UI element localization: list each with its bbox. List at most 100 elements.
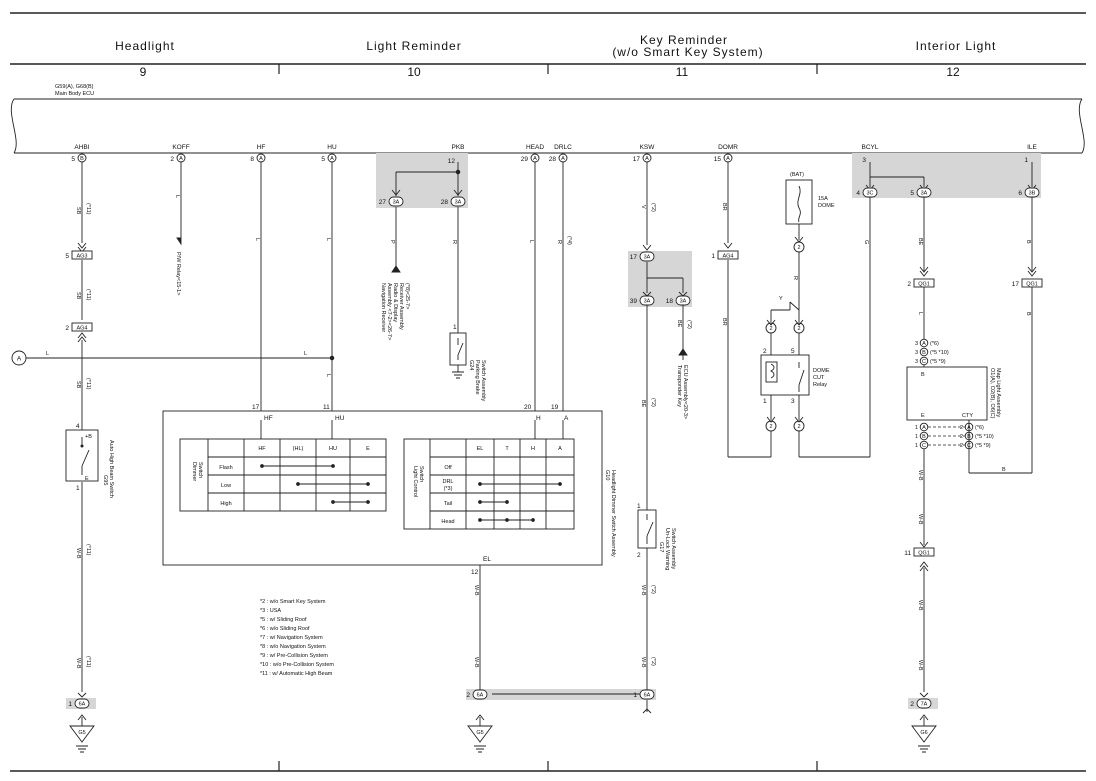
wire-wb3: W-B: [640, 585, 646, 596]
pin-num-pkb: 12: [448, 158, 456, 165]
point-a-label: A: [17, 356, 22, 363]
wire-r-dome: R: [792, 276, 798, 280]
conn-ag3-pin: 5: [65, 253, 69, 260]
conn-c27-pin: 27: [379, 199, 387, 206]
conn-c6-pin: 6: [1018, 190, 1022, 197]
pin-conn-head: A: [533, 156, 537, 162]
ecu-name: Main Body ECU: [55, 91, 94, 97]
wire-sb1: SB: [75, 207, 81, 215]
cross-references: P/W Relay<15-1> Navigation Receiver Asse…: [175, 252, 688, 419]
pin-name-koff: KOFF: [172, 144, 189, 151]
ahb-n1: 1: [76, 485, 80, 492]
assy-hu: HU: [335, 415, 345, 422]
map-bot-num2-c: 2: [960, 443, 963, 449]
map-bot-conn2-b: B: [967, 434, 971, 440]
fuse-name: DOME: [818, 203, 835, 209]
wire-l-hu2: L: [325, 374, 331, 377]
pin-num-drlc: 28: [549, 156, 557, 163]
assy-name: Headlight Dimmer Switch Assembly: [610, 470, 616, 557]
map-top-note-c: (*5 *9): [930, 359, 946, 365]
map-top-note-a: (*6): [930, 341, 939, 347]
pin-num-ksw: 17: [633, 156, 641, 163]
wire-g: G: [863, 240, 869, 244]
lcs-row-head: Head: [441, 519, 454, 525]
ecu-codes: G59(A), G68(B): [55, 84, 94, 90]
conn-g7a-pin: 2: [910, 701, 914, 708]
unlock-name: Un-Lock Warning: [664, 528, 670, 570]
map-cty: CTY: [962, 413, 973, 419]
unlock-pin-2: 2: [637, 552, 641, 559]
map-bot-num2-b: 2: [960, 434, 963, 440]
conn-ag4b: AG4: [722, 254, 733, 260]
conn-g6a1-pin: 1: [68, 701, 72, 708]
map-name: Map Light Assembly: [995, 368, 1001, 417]
relay-in-pin-2: 2: [769, 326, 772, 332]
pin-conn-koff: A: [179, 156, 183, 162]
notes-legend: *2 : w/o Smart Key System *3 : USA *5 : …: [260, 599, 334, 677]
dimmer-switch-table: Dimmer Switch HF (HL) HU E Flash Low Hig…: [179, 438, 387, 512]
conn-qg1: QG1: [918, 282, 930, 288]
map-bot-conn2-c: C: [967, 443, 971, 449]
conn-qg1b: QG1: [1026, 282, 1038, 288]
main-body-ecu: G59(A), G68(B) Main Body ECU: [10, 84, 1085, 154]
conn-c5: 3A: [921, 191, 928, 197]
note-2b: (*2): [686, 320, 692, 329]
map-bot-num-c: 1: [915, 443, 918, 449]
map-bot-conn-b: B: [922, 434, 926, 440]
map-top-conn-b: B: [922, 350, 926, 356]
relay-label-3: Relay: [813, 382, 827, 388]
wire-sb2: SB: [75, 292, 81, 300]
conn-ag3: AG3: [76, 254, 87, 260]
pin-name-drlc: DRLC: [554, 144, 572, 151]
fuse-bat: (BAT): [790, 172, 804, 178]
pin-name-pkb: PKB: [451, 144, 464, 151]
assy-code: G10: [604, 470, 610, 480]
conn-ag4-pin: 2: [65, 325, 69, 332]
grounds: G5 G5 G6: [69, 725, 937, 753]
conn-c27: 3A: [393, 200, 400, 206]
wire-wb2: W-B: [75, 658, 81, 669]
map-top-num-b: 3: [915, 350, 918, 356]
conn-c4-pin: 4: [856, 190, 860, 197]
conn-qg1c-pin: 11: [904, 550, 911, 557]
relay-out-pin-2: 2: [769, 424, 772, 430]
section-title-headlight: Headlight: [115, 39, 175, 53]
note-2e: (*2): [650, 657, 656, 666]
assy-a: A: [564, 415, 569, 422]
conn-g6a2-pin: 2: [466, 692, 470, 699]
pin-conn-ahbi: B: [80, 156, 84, 162]
connectors: AG3 5 AG4 2 AG4 1 QG1 2 QG1 17 QG1 11 3A…: [65, 187, 1043, 709]
assy-hf: HF: [264, 415, 273, 422]
wire-be-qg: BE: [917, 238, 923, 246]
pin-name-head: HEAD: [526, 144, 544, 151]
pin-conn-ksw: A: [645, 156, 649, 162]
wire-br1: BR: [721, 203, 727, 211]
note-11b: (*11): [85, 289, 91, 301]
pin-name-hf: HF: [257, 144, 266, 151]
wire-r-drlc: R: [556, 240, 562, 244]
wire-wb4: W-B: [640, 657, 646, 668]
dimmer-row-flash: Flash: [219, 465, 232, 471]
conn-g6a3: 6A: [644, 693, 651, 699]
pin-name-ile: ILE: [1027, 144, 1037, 151]
note-11a: (*11): [85, 203, 91, 215]
pin-conn-hf: A: [259, 156, 263, 162]
lcs-row-tail: Tail: [444, 501, 452, 507]
dome-fuse: (BAT) 15A DOME: [785, 172, 835, 225]
section-number-9: 9: [140, 65, 147, 79]
auto-high-beam-switch: +B E 4 1 G95 Auto High Beam Switch: [65, 423, 114, 498]
conn-qg1b-pin: 17: [1012, 281, 1020, 288]
wire-b-map: B: [1002, 467, 1006, 473]
map-bot-note-b: (*5 *10): [975, 434, 994, 440]
note-11c: (*11): [85, 378, 91, 390]
conn-qg1-pin: 2: [907, 281, 911, 288]
assy-el: EL: [483, 556, 491, 563]
conn-c18-pin: 18: [666, 298, 674, 305]
pin-conn-hu: A: [330, 156, 334, 162]
pin-name-hu: HU: [327, 144, 337, 151]
pkb-name: Parking Brake: [474, 360, 480, 395]
map-bot-num-b: 1: [915, 434, 918, 440]
wire-be-ksw: BE: [640, 400, 646, 408]
ground-g5a: G5: [78, 730, 85, 736]
wire-wb7: W-B: [917, 600, 923, 611]
